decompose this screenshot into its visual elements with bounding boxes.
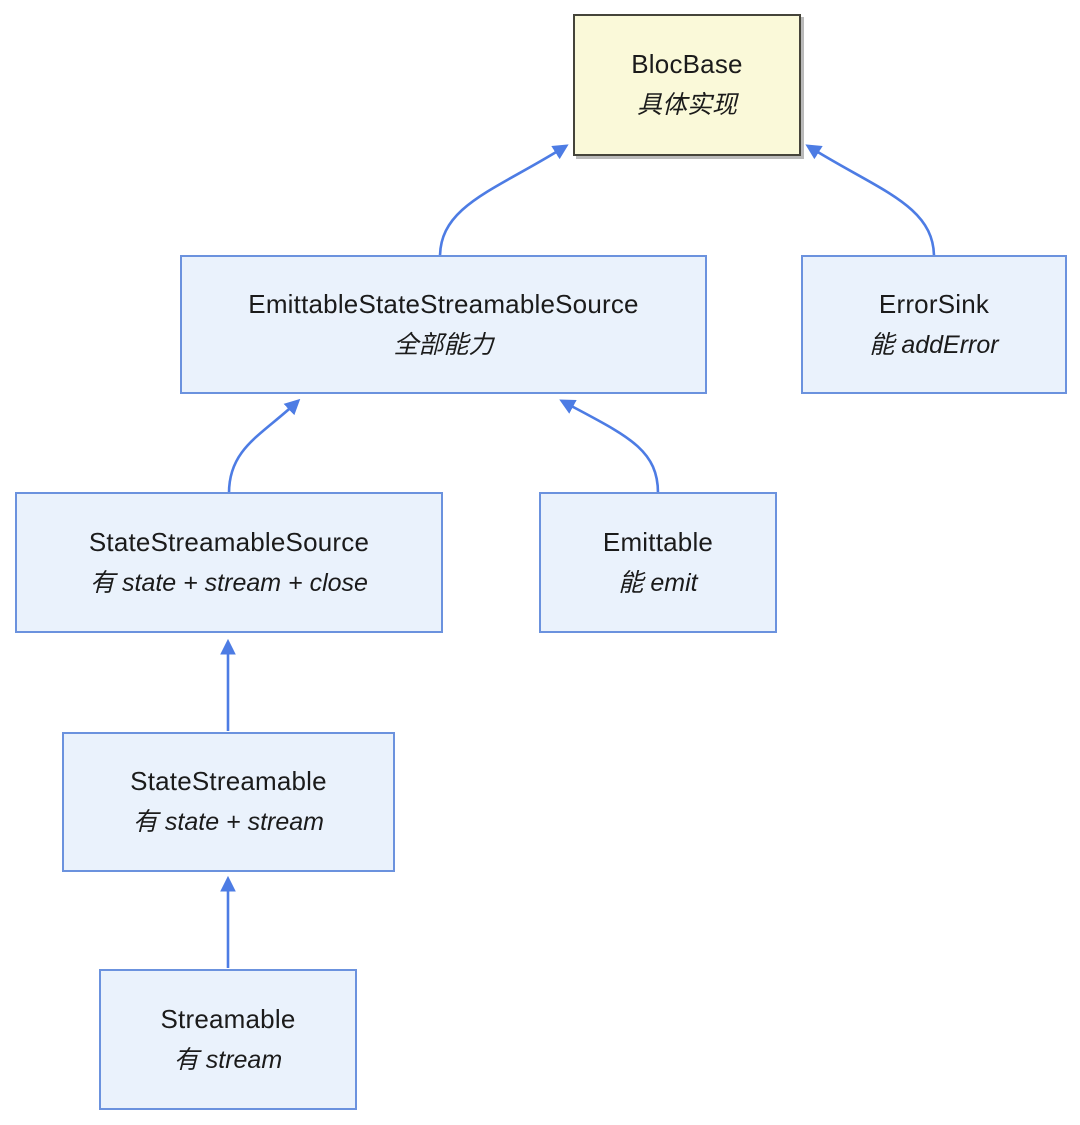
edge-error-sink-to-blocbase [805, 144, 936, 258]
node-emittable: Emittable 能 emit [539, 492, 777, 633]
node-title: Streamable [160, 1003, 296, 1034]
node-error-sink: ErrorSink 能 addError [801, 255, 1067, 394]
node-title: StateStreamableSource [88, 526, 370, 557]
node-subtitle: 全部能力 [393, 330, 494, 359]
node-title: ErrorSink [878, 288, 990, 319]
node-subtitle: 有 state + stream [132, 808, 325, 837]
node-subtitle: 有 stream [173, 1045, 283, 1074]
node-subtitle: 能 emit [618, 568, 698, 597]
edge-emittable-to-emittable-state-streamable-source [559, 399, 660, 494]
node-state-streamable: StateStreamable 有 state + stream [62, 732, 395, 872]
edge-emittable-state-streamable-source-to-blocbase [438, 144, 569, 258]
node-streamable: Streamable 有 stream [99, 969, 357, 1110]
node-title: EmittableStateStreamableSource [248, 288, 639, 319]
node-title: Emittable [602, 526, 714, 557]
node-title: StateStreamable [130, 766, 327, 797]
node-title: BlocBase [631, 49, 743, 80]
node-blocbase: BlocBase 具体实现 [573, 14, 801, 156]
edge-state-streamable-source-to-emittable-state-streamable-source [227, 398, 301, 494]
node-emittable-state-streamable-source: EmittableStateStreamableSource 全部能力 [180, 255, 707, 394]
node-subtitle: 能 addError [869, 330, 999, 359]
node-subtitle: 有 state + stream + close [90, 568, 368, 597]
node-state-streamable-source: StateStreamableSource 有 state + stream +… [15, 492, 443, 633]
node-subtitle: 具体实现 [636, 91, 737, 120]
